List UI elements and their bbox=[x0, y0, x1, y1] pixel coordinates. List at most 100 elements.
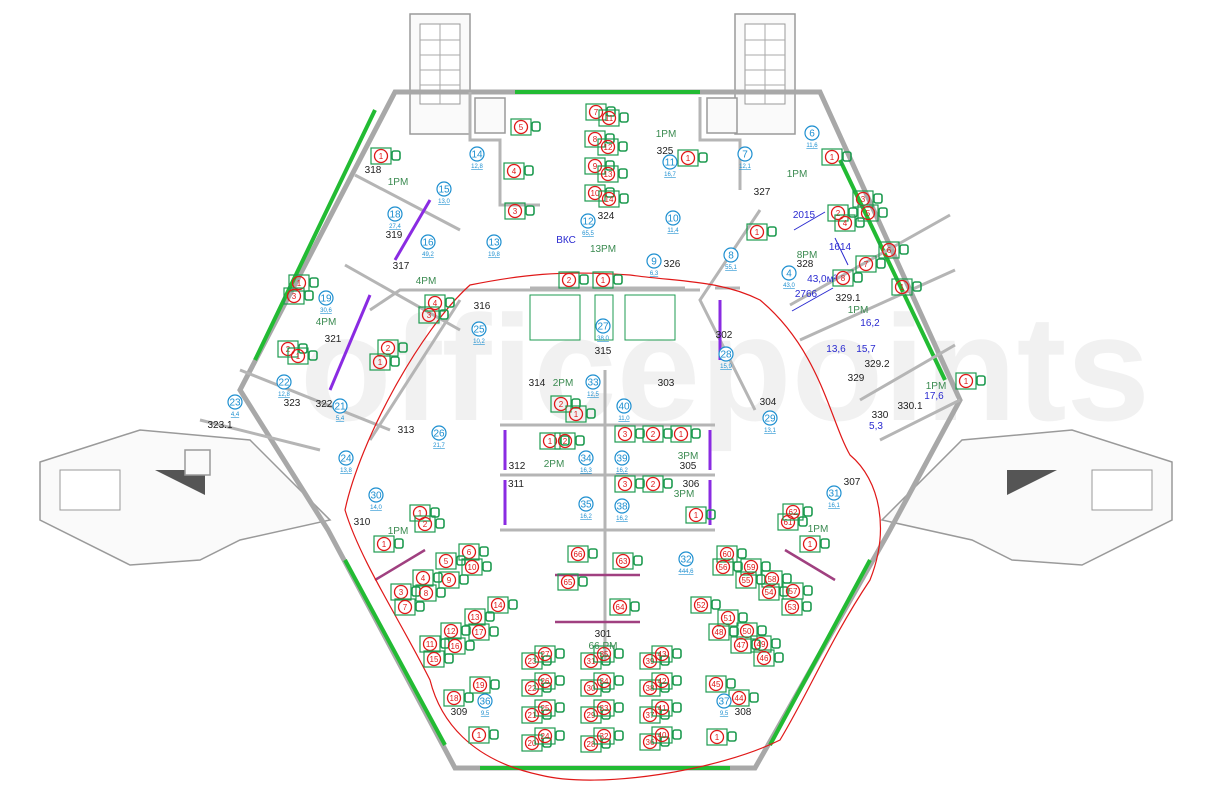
workplace-seat[interactable]: 2 bbox=[558, 271, 589, 289]
workplace-seat[interactable]: 6 bbox=[458, 543, 489, 561]
workplace-seat[interactable]: 10 bbox=[584, 184, 615, 202]
workplace-seat[interactable]: 7 bbox=[585, 103, 616, 121]
workplace-seat[interactable]: 23 bbox=[521, 652, 552, 670]
workplace-seat[interactable]: 51 bbox=[717, 609, 748, 627]
workplace-seat[interactable]: 18 bbox=[443, 689, 474, 707]
workplace-seat[interactable]: 43 bbox=[651, 645, 682, 663]
workplace-seat[interactable]: 4 bbox=[503, 162, 534, 180]
workplace-seat[interactable]: 1 bbox=[799, 535, 830, 553]
room-area-badge[interactable]: 234,4 bbox=[227, 394, 243, 418]
workplace-seat[interactable]: 3 bbox=[283, 287, 314, 305]
workplace-seat[interactable]: 3 bbox=[504, 202, 535, 220]
workplace-seat[interactable]: 65 bbox=[557, 573, 588, 591]
workplace-seat[interactable]: 17 bbox=[468, 623, 499, 641]
workplace-seat[interactable]: 3 bbox=[614, 475, 645, 493]
workplace-seat[interactable]: 5 bbox=[435, 552, 466, 570]
workplace-seat[interactable]: 15 bbox=[423, 650, 454, 668]
workplace-seat[interactable]: 1 bbox=[369, 353, 400, 371]
workplace-seat[interactable]: 33 bbox=[593, 699, 624, 717]
room-area-badge[interactable]: 443,0 bbox=[781, 265, 797, 289]
room-area-badge[interactable]: 611,6 bbox=[804, 125, 820, 149]
workplace-seat[interactable]: 48 bbox=[708, 623, 739, 641]
workplace-seat[interactable]: 1 bbox=[592, 271, 623, 289]
workplace-seat[interactable]: 5 bbox=[857, 204, 888, 222]
workplace-seat[interactable]: 39 bbox=[639, 652, 670, 670]
workplace-seat[interactable]: 12 bbox=[597, 138, 628, 156]
workplace-seat[interactable]: 1 bbox=[468, 726, 499, 744]
workplace-seat[interactable]: 4 bbox=[424, 294, 455, 312]
workplace-seat[interactable]: 14 bbox=[598, 190, 629, 208]
workplace-seat[interactable]: 1 bbox=[891, 278, 922, 296]
workplace-seat[interactable]: 1 bbox=[565, 405, 596, 423]
workplace-seat[interactable]: 46 bbox=[753, 649, 784, 667]
workplace-seat[interactable]: 62 bbox=[782, 503, 813, 521]
workplace-seat[interactable]: 2 bbox=[827, 204, 858, 222]
workplace-seat[interactable]: 12 bbox=[440, 622, 471, 640]
workplace-seat[interactable]: 1 bbox=[685, 506, 716, 524]
workplace-seat[interactable]: 26 bbox=[534, 672, 565, 690]
workplace-seat[interactable]: 2 bbox=[414, 515, 445, 533]
workplace-seat[interactable]: 6 bbox=[878, 241, 909, 259]
workplace-seat[interactable]: 1 bbox=[706, 728, 737, 746]
workplace-seat[interactable]: 1 bbox=[539, 432, 570, 450]
workplace-seat[interactable]: 27 bbox=[534, 645, 565, 663]
workplace-seat[interactable]: 1 bbox=[370, 147, 401, 165]
workplace-seat[interactable]: 56 bbox=[712, 558, 743, 576]
room-area-badge[interactable]: 96,3 bbox=[646, 253, 662, 277]
workplace-seat[interactable]: 13 bbox=[597, 165, 628, 183]
workplace-seat[interactable]: 1 bbox=[670, 425, 701, 443]
room-area-badge[interactable]: 369,5 bbox=[477, 693, 493, 717]
workplace-seat[interactable]: 8 bbox=[832, 269, 863, 287]
workplace-seat[interactable]: 32 bbox=[593, 727, 624, 745]
workplace-seat[interactable]: 8 bbox=[415, 584, 446, 602]
workplace-seat[interactable]: 1 bbox=[373, 535, 404, 553]
workplace-seat[interactable]: 2 bbox=[554, 432, 585, 450]
workplace-seat[interactable]: 34 bbox=[593, 672, 624, 690]
workplace-seat[interactable]: 35 bbox=[593, 645, 624, 663]
workplace-seat[interactable]: 30 bbox=[580, 679, 611, 697]
room-area-badge[interactable]: 379,5 bbox=[716, 693, 732, 717]
workplace-seat[interactable]: 3 bbox=[614, 425, 645, 443]
workplace-seat[interactable]: 66 bbox=[567, 545, 598, 563]
workplace-seat[interactable]: 2 bbox=[642, 475, 673, 493]
workplace-seat[interactable]: 19 bbox=[469, 676, 500, 694]
workplace-seat[interactable]: 1 bbox=[677, 149, 708, 167]
workplace-seat[interactable]: 44 bbox=[728, 689, 759, 707]
workplace-seat[interactable]: 1 bbox=[955, 372, 986, 390]
workplace-seat[interactable]: 24 bbox=[534, 727, 565, 745]
room-area-badge[interactable]: 712,1 bbox=[737, 146, 753, 170]
workplace-seat[interactable]: 42 bbox=[651, 672, 682, 690]
workplace-seat[interactable]: 45 bbox=[705, 675, 736, 693]
workplace-seat[interactable]: 4 bbox=[412, 569, 443, 587]
room-area-badge[interactable]: 215,4 bbox=[332, 398, 348, 422]
workplace-seat[interactable]: 1 bbox=[746, 223, 777, 241]
workplace-seat[interactable]: 13 bbox=[464, 608, 495, 626]
workplace-seat[interactable]: 3 bbox=[418, 306, 449, 324]
workplace-seat[interactable]: 5 bbox=[510, 118, 541, 136]
workplace-seat[interactable]: 16 bbox=[444, 637, 475, 655]
room-area-badge[interactable]: 855,1 bbox=[723, 247, 739, 271]
workplace-seat[interactable]: 14 bbox=[487, 596, 518, 614]
workplace-seat[interactable]: 10 bbox=[461, 558, 492, 576]
workplace-seat[interactable]: 7 bbox=[394, 598, 425, 616]
workplace-seat[interactable]: 4 bbox=[834, 214, 865, 232]
